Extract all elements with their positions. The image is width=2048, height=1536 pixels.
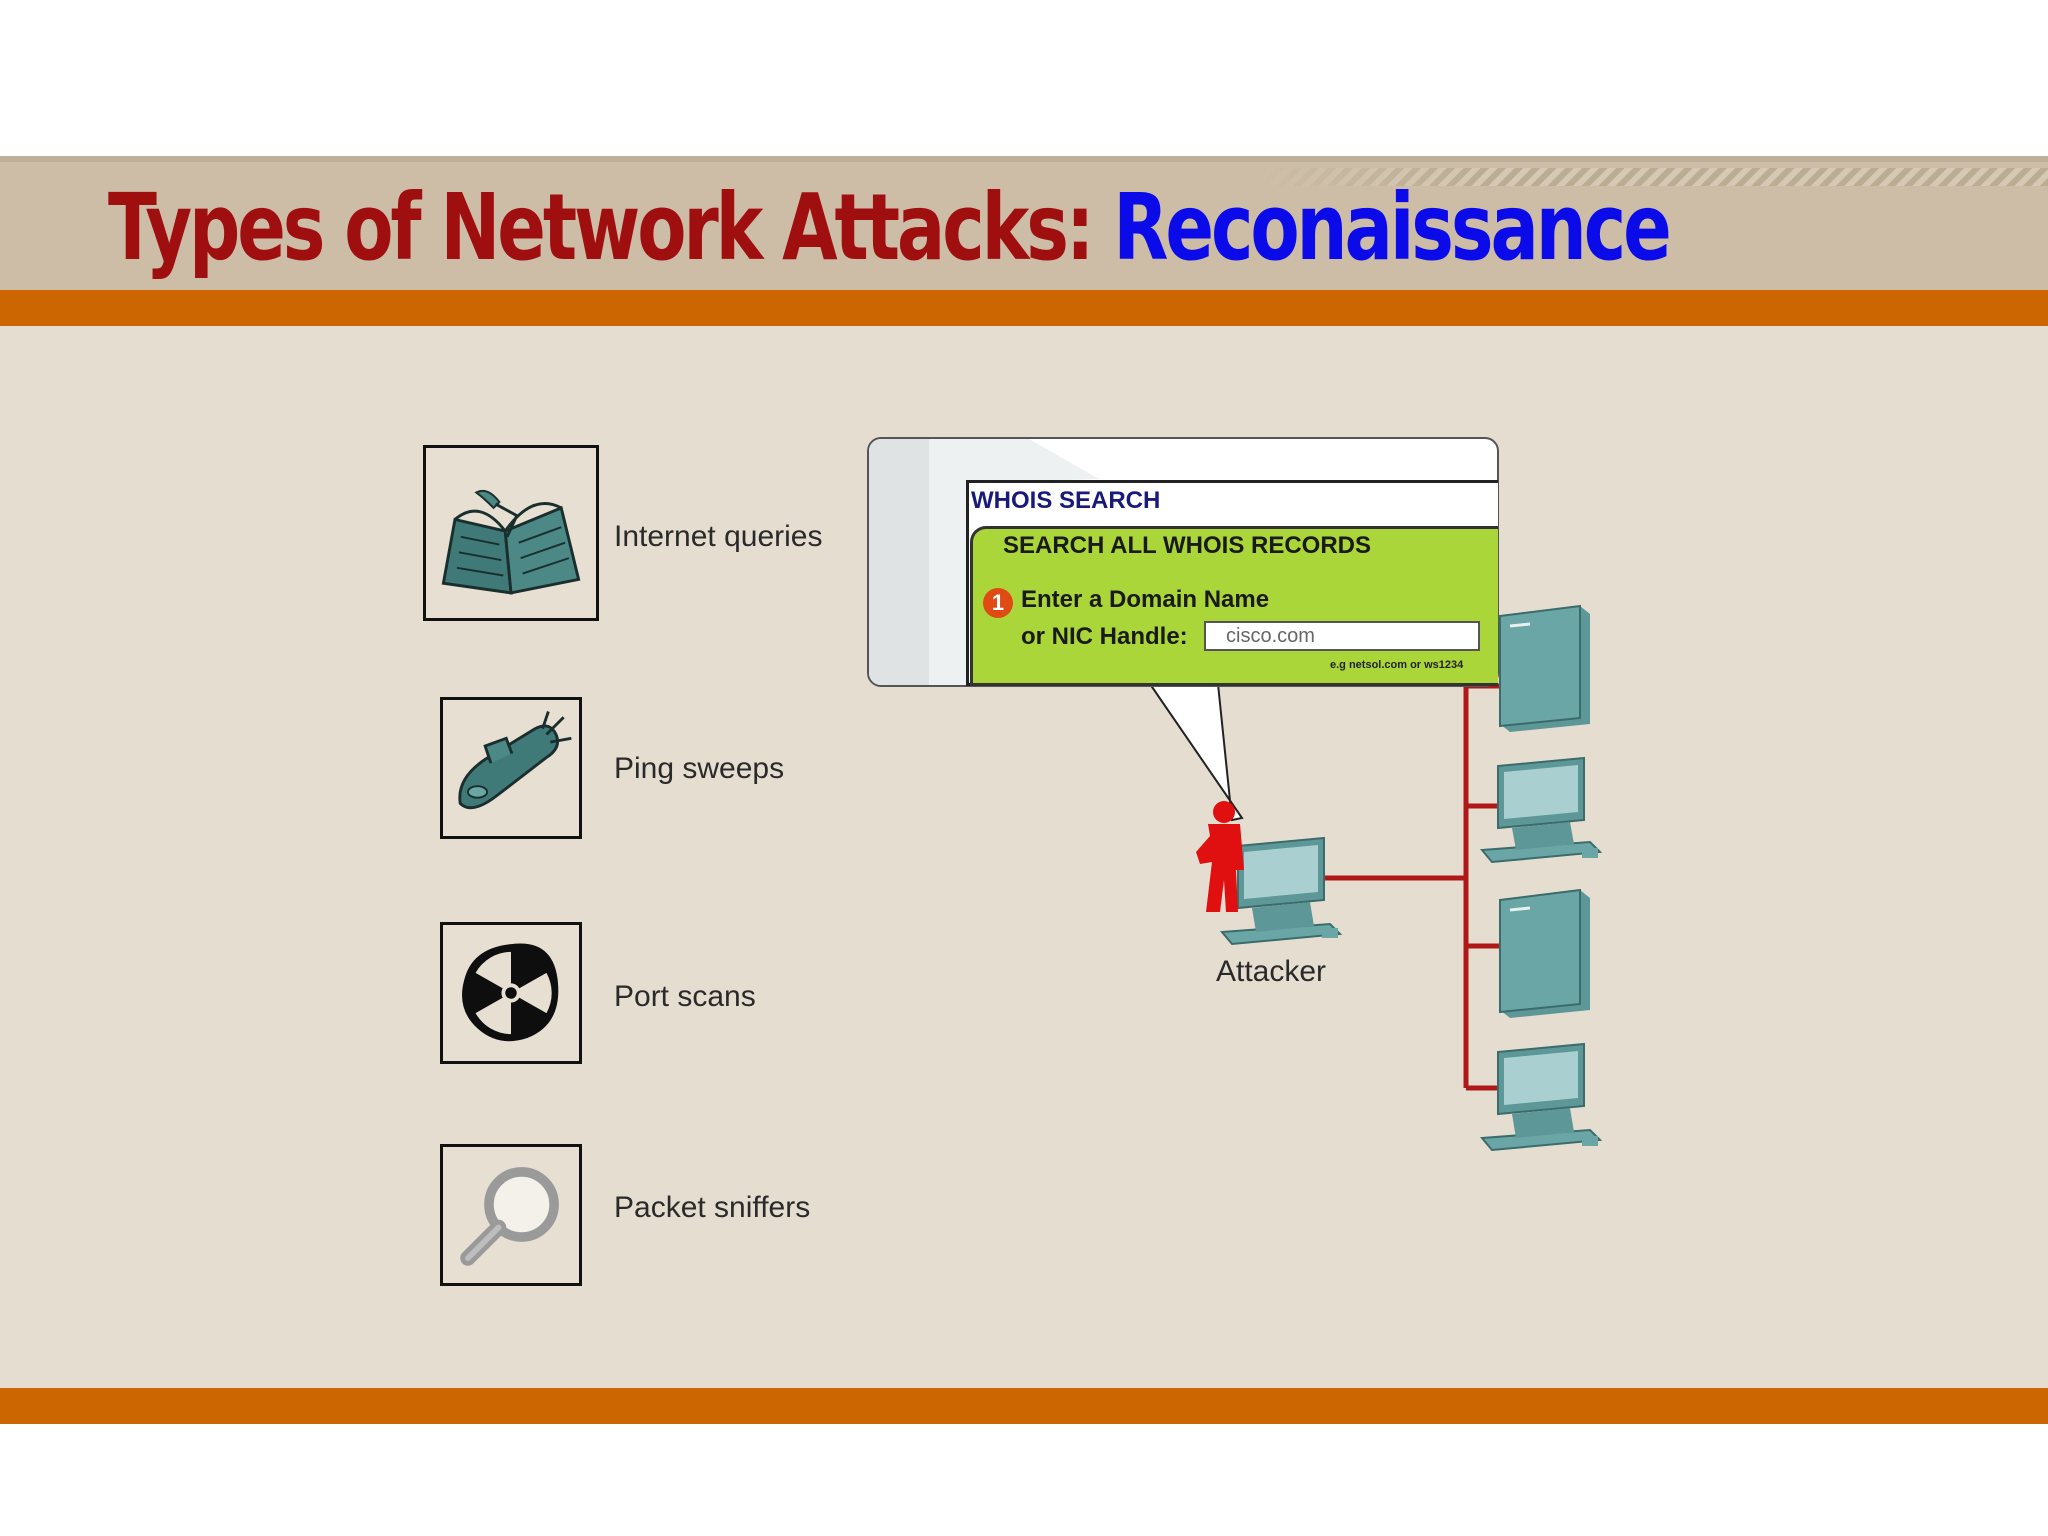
domain-input[interactable]: cisco.com [1204,621,1480,651]
page-title: Types of Network Attacks: Reconaissance [108,168,1672,288]
step-number-badge: 1 [983,588,1013,618]
attacker-computer-icon [1219,836,1343,946]
attacker-label: Attacker [1216,955,1327,988]
title-stripes-fade [1260,168,1480,186]
server-icon [1499,604,1590,732]
attack-type-label: Ping sweeps [614,752,785,785]
whois-window-shading [869,439,1099,685]
title-main: Types of Network Attacks: [108,174,1114,281]
orange-divider-top [0,290,2048,326]
workstation-icon [1479,1042,1603,1152]
input-hint: e.g netsol.com or ws1234 [1330,659,1464,671]
network-links [1325,683,1500,1091]
radiation-icon [440,922,582,1064]
attack-type-label: Internet queries [614,520,823,553]
title-highlight: Reconaissance [1113,174,1672,281]
attacker-person-icon [1196,801,1244,912]
domain-name-label: Enter a Domain Name [1021,586,1270,613]
submarine-icon [440,697,582,839]
nic-handle-label: or NIC Handle: [1021,623,1188,650]
callout-pointer [1149,683,1244,822]
orange-divider-bottom [0,1388,2048,1424]
whois-heading: WHOIS SEARCH [971,487,1161,514]
whois-search-panel [970,526,1498,686]
workstation-icon [1479,756,1603,864]
magnifier-icon [440,1144,582,1286]
server-icon [1499,888,1590,1018]
book-icon [423,445,599,621]
whois-subheading: SEARCH ALL WHOIS RECORDS [1003,532,1372,559]
attack-type-label: Port scans [614,980,756,1013]
attack-type-label: Packet sniffers [614,1191,811,1224]
